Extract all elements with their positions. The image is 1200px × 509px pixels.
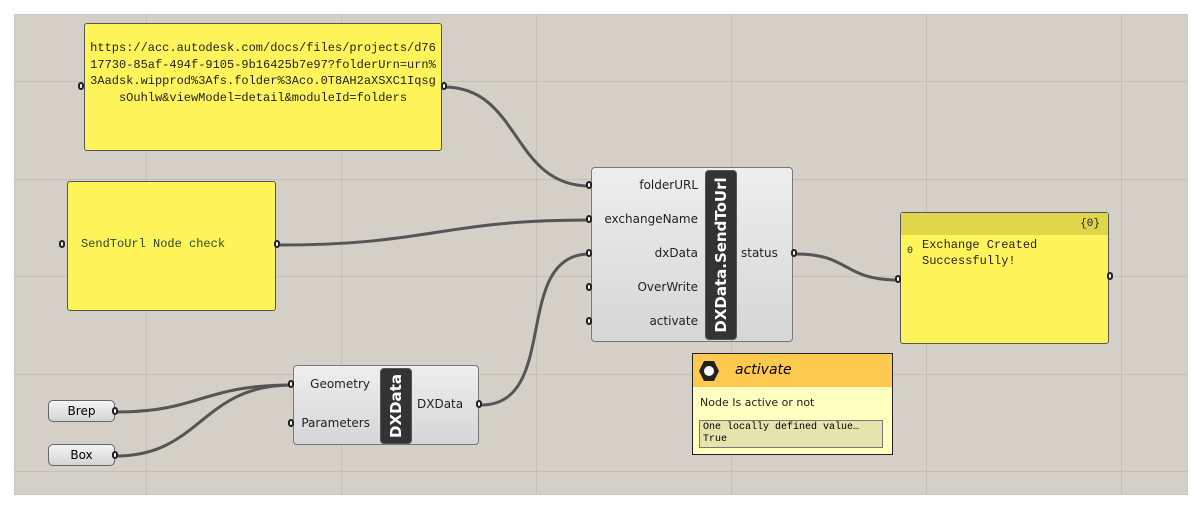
grip[interactable] xyxy=(791,249,797,257)
value-line: One locally defined value… xyxy=(703,422,860,433)
output-panel-header: {0} xyxy=(901,213,1108,235)
node-title: DXData xyxy=(387,374,405,438)
grip[interactable] xyxy=(112,451,118,459)
name-text: SendToUrl Node check xyxy=(81,237,226,251)
tooltip-description: Node Is active or not xyxy=(700,396,815,409)
input-folderurl[interactable]: folderURL xyxy=(639,178,698,192)
hex-param-icon xyxy=(699,361,719,381)
wire-status xyxy=(795,252,900,282)
input-geometry[interactable]: Geometry xyxy=(310,377,370,391)
output-dxdata[interactable]: DXData xyxy=(417,397,464,411)
tooltip-title: activate xyxy=(735,362,792,378)
input-activate[interactable]: activate xyxy=(649,314,698,328)
output-panel[interactable]: {0} 0 Exchange Created Successfully! xyxy=(900,212,1109,344)
output-index: 0 xyxy=(907,246,914,257)
grip[interactable] xyxy=(288,419,294,427)
grip[interactable] xyxy=(112,407,118,415)
wire-brep xyxy=(115,383,293,414)
tooltip-value: One locally defined value…True xyxy=(699,420,883,448)
grip[interactable] xyxy=(586,283,592,291)
wire-url xyxy=(443,85,591,188)
grip[interactable] xyxy=(288,380,294,388)
url-text: https://acc.autodesk.com/docs/files/proj… xyxy=(90,41,436,105)
dxdata-node[interactable]: Geometry Parameters DXData DXData xyxy=(293,365,479,445)
grip[interactable] xyxy=(1107,272,1113,280)
wire-name xyxy=(278,218,591,247)
grip[interactable] xyxy=(586,181,592,189)
input-exchangename[interactable]: exchangeName xyxy=(604,212,698,226)
name-panel-input-grip[interactable] xyxy=(59,240,65,248)
brep-param[interactable]: Brep xyxy=(48,400,115,422)
grip[interactable] xyxy=(586,215,592,223)
node-title: DXData.SendToUrl xyxy=(712,177,730,333)
node-title-bar: DXData xyxy=(380,368,412,444)
node-title-bar: DXData.SendToUrl xyxy=(705,170,737,340)
grip[interactable] xyxy=(476,400,482,408)
value-line: True xyxy=(703,434,728,445)
send-to-url-node[interactable]: folderURL exchangeName dxData OverWrite … xyxy=(591,167,793,342)
grip[interactable] xyxy=(586,249,592,257)
input-overwrite[interactable]: OverWrite xyxy=(637,280,698,294)
input-dxdata[interactable]: dxData xyxy=(654,246,698,260)
tooltip: activate Node Is active or not One local… xyxy=(692,353,893,455)
grip[interactable] xyxy=(895,275,901,283)
name-panel-output-grip[interactable] xyxy=(274,240,280,248)
box-param[interactable]: Box xyxy=(48,444,115,466)
wires xyxy=(115,85,900,458)
input-parameters[interactable]: Parameters xyxy=(301,416,370,430)
url-panel-output-grip[interactable] xyxy=(441,82,447,90)
output-status[interactable]: status xyxy=(741,246,778,260)
wire-box xyxy=(115,383,293,458)
grip[interactable] xyxy=(586,317,592,325)
wire-dxdata xyxy=(480,252,591,407)
output-text: Exchange Created Successfully! xyxy=(922,238,1038,268)
url-panel[interactable]: https://acc.autodesk.com/docs/files/proj… xyxy=(84,23,442,151)
url-panel-input-grip[interactable] xyxy=(78,82,84,90)
name-panel[interactable]: SendToUrl Node check xyxy=(67,181,276,311)
